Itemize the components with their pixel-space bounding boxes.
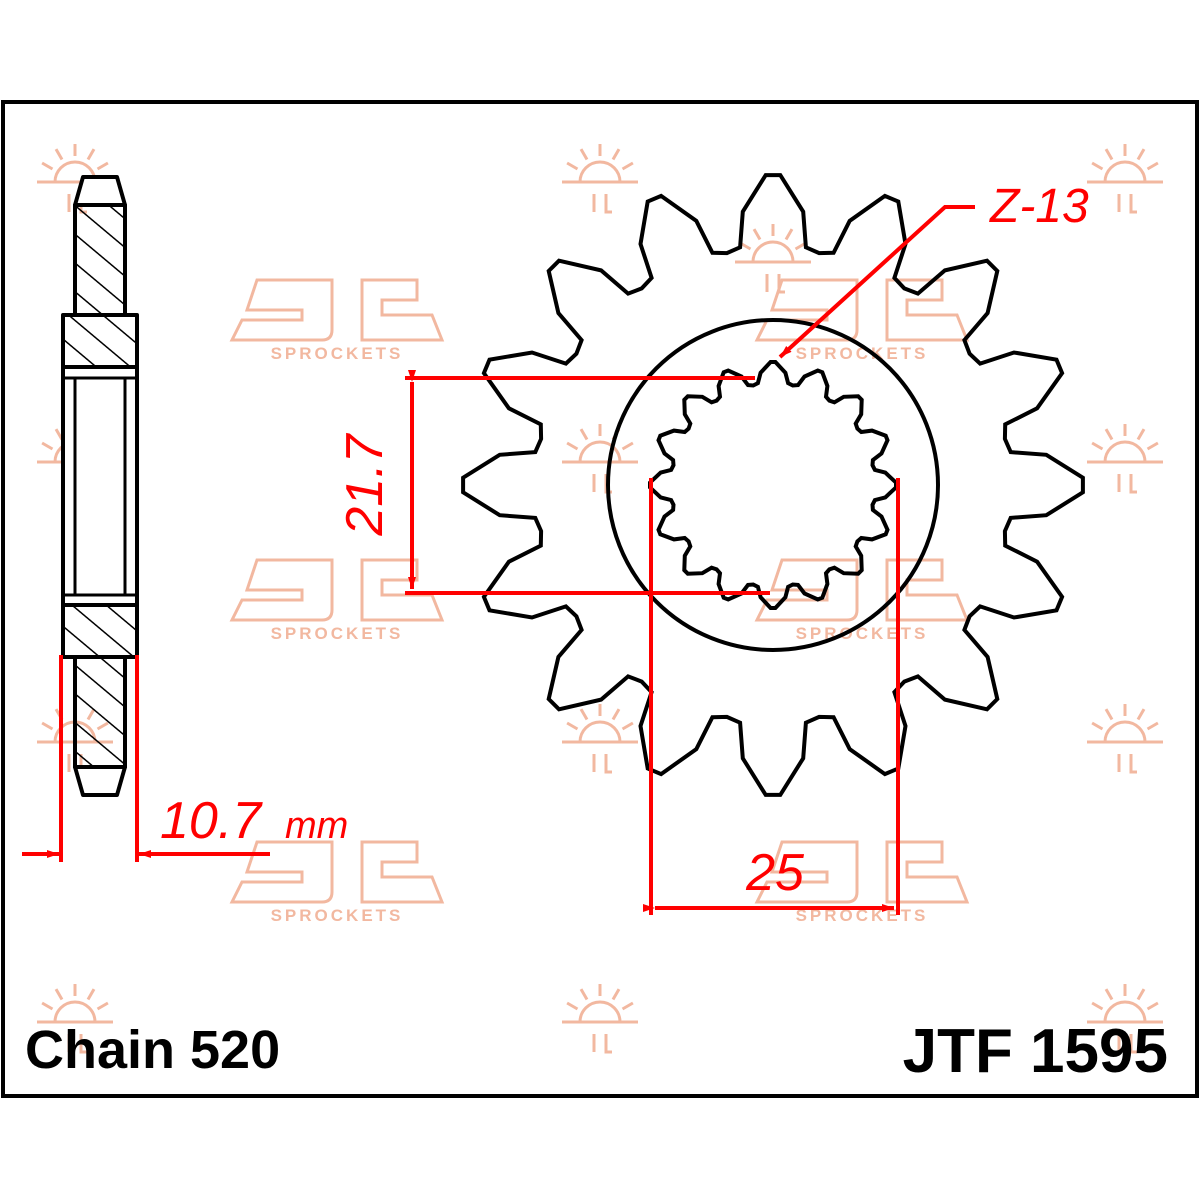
- watermark-brand-text: SPROCKETS: [796, 624, 929, 643]
- spline-width-label: 25: [745, 844, 805, 902]
- sprocket-outer-teeth: [461, 173, 1085, 797]
- watermark-brand-text: SPROCKETS: [271, 624, 404, 643]
- sun-logo-watermark-icon: [1087, 704, 1163, 774]
- dimension-lines: [22, 205, 975, 915]
- sun-logo-watermark-icon: [562, 984, 638, 1054]
- sun-logo-watermark-icon: [562, 704, 638, 774]
- jt-sprockets-logo-watermark: SPROCKETS: [229, 840, 445, 925]
- jt-sprockets-logo-watermark: SPROCKETS: [754, 558, 970, 643]
- sun-logo-watermark-icon: [1087, 424, 1163, 494]
- sprocket-side-profile: [61, 175, 139, 797]
- sun-logo-watermark-icon: [562, 424, 638, 494]
- spline-count-label: Z-13: [989, 180, 1089, 233]
- jt-sprockets-logo-watermark: SPROCKETS: [229, 278, 445, 363]
- chain-size-label: Chain 520: [25, 1020, 280, 1080]
- thickness-label: 10.7: [160, 792, 263, 850]
- watermark-brand-text: SPROCKETS: [796, 344, 929, 363]
- frame: [1, 100, 1199, 1098]
- hub-circle: [606, 318, 940, 652]
- sun-logo-watermark-icon: [1087, 144, 1163, 214]
- spline-bore: [648, 360, 898, 610]
- watermark-brand-text: SPROCKETS: [271, 344, 404, 363]
- thickness-unit-label: mm: [285, 805, 348, 847]
- sun-logo-watermark-icon: [1087, 984, 1163, 1054]
- sun-logo-watermark-icon: [562, 144, 638, 214]
- part-number-label: JTF 1595: [903, 1017, 1168, 1086]
- sun-logo-watermark-icon: [37, 984, 113, 1054]
- spline-height-label: 21.7: [336, 432, 394, 536]
- watermark-brand-text: SPROCKETS: [271, 906, 404, 925]
- jt-sprockets-logo-watermark: SPROCKETS: [229, 558, 445, 643]
- sun-logo-watermark-icon: [735, 224, 811, 294]
